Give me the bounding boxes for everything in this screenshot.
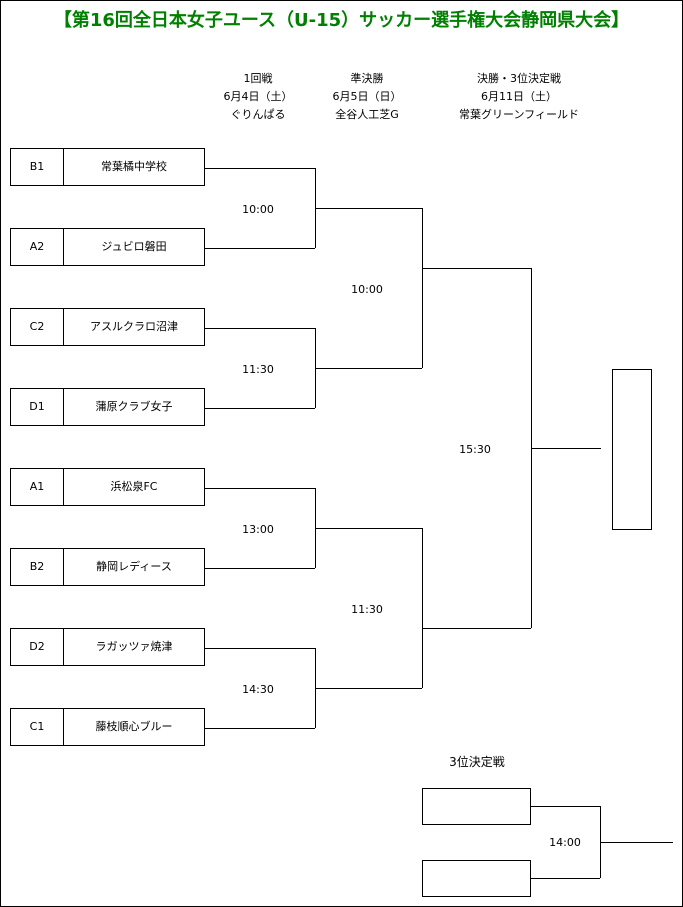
bracket-line (315, 528, 422, 529)
bracket-line (205, 728, 315, 729)
match-time: 11:30 (242, 363, 274, 376)
bracket-line (205, 248, 315, 249)
third-place-slot-2 (422, 860, 531, 897)
bracket-line (422, 528, 423, 688)
round-header-semifinal: 準決勝 6月5日（日） 全谷人工芝G (307, 70, 427, 124)
third-place-slot-1 (422, 788, 531, 825)
team-seed: D2 (11, 629, 64, 665)
bracket-line (422, 628, 531, 629)
round-name: 準決勝 (350, 72, 384, 85)
round-header-first: 1回戦 6月4日（土） ぐりんぱる (198, 70, 318, 124)
bracket-line (205, 408, 315, 409)
third-place-label: 3位決定戦 (449, 755, 505, 769)
round-venue: 常葉グリーンフィールド (459, 108, 579, 121)
round-venue: ぐりんぱる (230, 108, 286, 121)
team-seed: D1 (11, 389, 64, 425)
bracket-line (422, 208, 423, 368)
team-seed: A2 (11, 229, 64, 265)
team-box-c2: C2 アスルクラロ沼津 (10, 308, 205, 346)
page-title: 【第16回全日本女子ユース（U-15）サッカー選手権大会静岡県大会】 (53, 10, 630, 31)
match-time: 14:30 (242, 683, 274, 696)
team-name: ジュビロ磐田 (101, 240, 167, 253)
team-seed: B1 (11, 149, 64, 185)
round-header-final: 決勝・3位決定戦 6月11日（土） 常葉グリーンフィールド (449, 70, 589, 124)
team-seed: C1 (11, 709, 64, 745)
bracket-line (315, 688, 422, 689)
bracket-line (205, 648, 315, 649)
round-name: 1回戦 (243, 72, 273, 85)
team-seed: A1 (11, 469, 64, 505)
team-box-a1: A1 浜松泉FC (10, 468, 205, 506)
match-time: 10:00 (351, 283, 383, 296)
round-date: 6月11日（土） (481, 90, 557, 103)
round-date: 6月5日（日） (332, 90, 402, 103)
match-time: 10:00 (242, 203, 274, 216)
match-time: 13:00 (242, 523, 274, 536)
team-box-d1: D1 蒲原クラブ女子 (10, 388, 205, 426)
team-box-b2: B2 静岡レディース (10, 548, 205, 586)
round-venue: 全谷人工芝G (335, 108, 399, 121)
team-name: ラガッツァ焼津 (95, 640, 173, 653)
team-seed: C2 (11, 309, 64, 345)
bracket-line (205, 568, 315, 569)
bracket-line (531, 878, 600, 879)
team-box-d2: D2 ラガッツァ焼津 (10, 628, 205, 666)
champion-box (612, 369, 652, 530)
match-time: 14:00 (549, 836, 581, 849)
match-time: 15:30 (459, 443, 491, 456)
bracket-line (422, 268, 531, 269)
team-name: アスルクラロ沼津 (90, 320, 178, 333)
round-name: 決勝・3位決定戦 (477, 72, 561, 85)
bracket-line (205, 168, 315, 169)
bracket-line (315, 368, 422, 369)
bracket-line (531, 448, 601, 449)
team-seed: B2 (11, 549, 64, 585)
bracket-line (205, 488, 315, 489)
round-date: 6月4日（土） (223, 90, 293, 103)
bracket-line (531, 806, 600, 807)
bracket-line (315, 208, 422, 209)
team-box-c1: C1 藤枝順心ブルー (10, 708, 205, 746)
team-name: 浜松泉FC (110, 480, 158, 493)
bracket-line (600, 842, 673, 843)
team-box-a2: A2 ジュビロ磐田 (10, 228, 205, 266)
match-time: 11:30 (351, 603, 383, 616)
team-name: 藤枝順心ブルー (95, 720, 173, 733)
team-name: 蒲原クラブ女子 (95, 400, 173, 413)
bracket-line (205, 328, 315, 329)
team-name: 常葉橘中学校 (101, 160, 167, 173)
team-name: 静岡レディース (96, 560, 172, 573)
team-box-b1: B1 常葉橘中学校 (10, 148, 205, 186)
